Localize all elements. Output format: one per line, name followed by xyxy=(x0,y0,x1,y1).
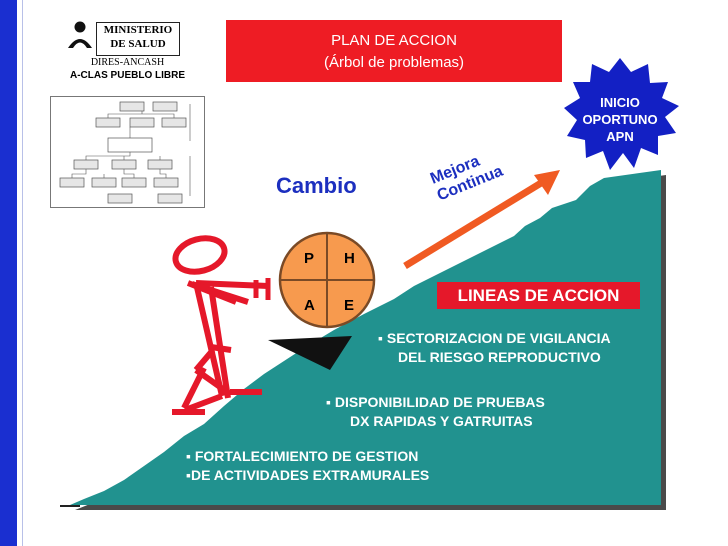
bullet-1-line2: DEL RIESGO REPRODUCTIVO xyxy=(398,349,601,365)
bullet-fortalecimiento: ▪ FORTALECIMIENTO DE GESTION ▪DE ACTIVID… xyxy=(186,448,430,483)
badge-line3: APN xyxy=(606,129,634,144)
dires-label: DIRES-ANCASH xyxy=(90,57,165,68)
clas-label: A-CLAS PUEBLO LIBRE xyxy=(70,70,185,81)
bullet-1-line1: SECTORIZACION DE VIGILANCIA xyxy=(386,330,611,346)
ministry-logo: MINISTERIO DE SALUD DIRES-ANCASH A-CLAS … xyxy=(60,16,195,86)
bullet-3-line2: DE ACTIVIDADES EXTRAMURALES xyxy=(190,467,430,483)
inicio-badge-text: INICIO OPORTUNO APN xyxy=(572,94,668,145)
wheel-wedge xyxy=(268,336,352,370)
bullet-disponibilidad: ▪ DISPONIBILIDAD DE PRUEBAS DX RAPIDAS Y… xyxy=(326,394,545,429)
lineas-de-accion-label: LINEAS DE ACCION xyxy=(437,282,640,309)
plan-title: PLAN DE ACCION xyxy=(331,32,457,49)
ministry-name-line2: DE SALUD xyxy=(110,38,166,50)
left-accent-line xyxy=(22,0,23,546)
stick-figure xyxy=(172,235,269,413)
plan-subtitle: (Árbol de problemas) xyxy=(323,54,465,71)
bullet-sectorizacion: ▪ SECTORIZACION DE VIGILANCIA DEL RIESGO… xyxy=(378,330,611,365)
ministry-emblem-icon xyxy=(68,21,92,48)
badge-line2: OPORTUNO xyxy=(582,112,658,127)
mejora-arrow-shaft xyxy=(403,177,548,269)
badge-line1: INICIO xyxy=(600,95,640,110)
pdca-letter-a: A xyxy=(304,297,315,314)
inicio-star-badge xyxy=(564,58,679,170)
bullet-2-line1: DISPONIBILIDAD DE PRUEBAS xyxy=(334,394,545,410)
ministry-name-box: MINISTERIO DE SALUD xyxy=(96,22,180,56)
pdca-letter-p: P xyxy=(304,250,315,267)
plan-title-box: PLAN DE ACCION (Árbol de problemas) xyxy=(226,20,562,82)
pdca-letter-h: H xyxy=(344,250,355,267)
ministry-name-line1: MINISTERIO xyxy=(103,24,173,36)
problem-tree-thumbnail xyxy=(50,96,205,208)
left-accent-bar xyxy=(0,0,17,546)
mejora-arrow-head xyxy=(534,170,560,195)
pdca-letter-e: E xyxy=(344,297,355,314)
bullet-3-line1: FORTALECIMIENTO DE GESTION xyxy=(194,448,419,464)
teal-staircase xyxy=(70,170,661,505)
bullet-2-line2: DX RAPIDAS Y GATRUITAS xyxy=(350,413,533,429)
cambio-label: Cambio xyxy=(276,173,357,198)
